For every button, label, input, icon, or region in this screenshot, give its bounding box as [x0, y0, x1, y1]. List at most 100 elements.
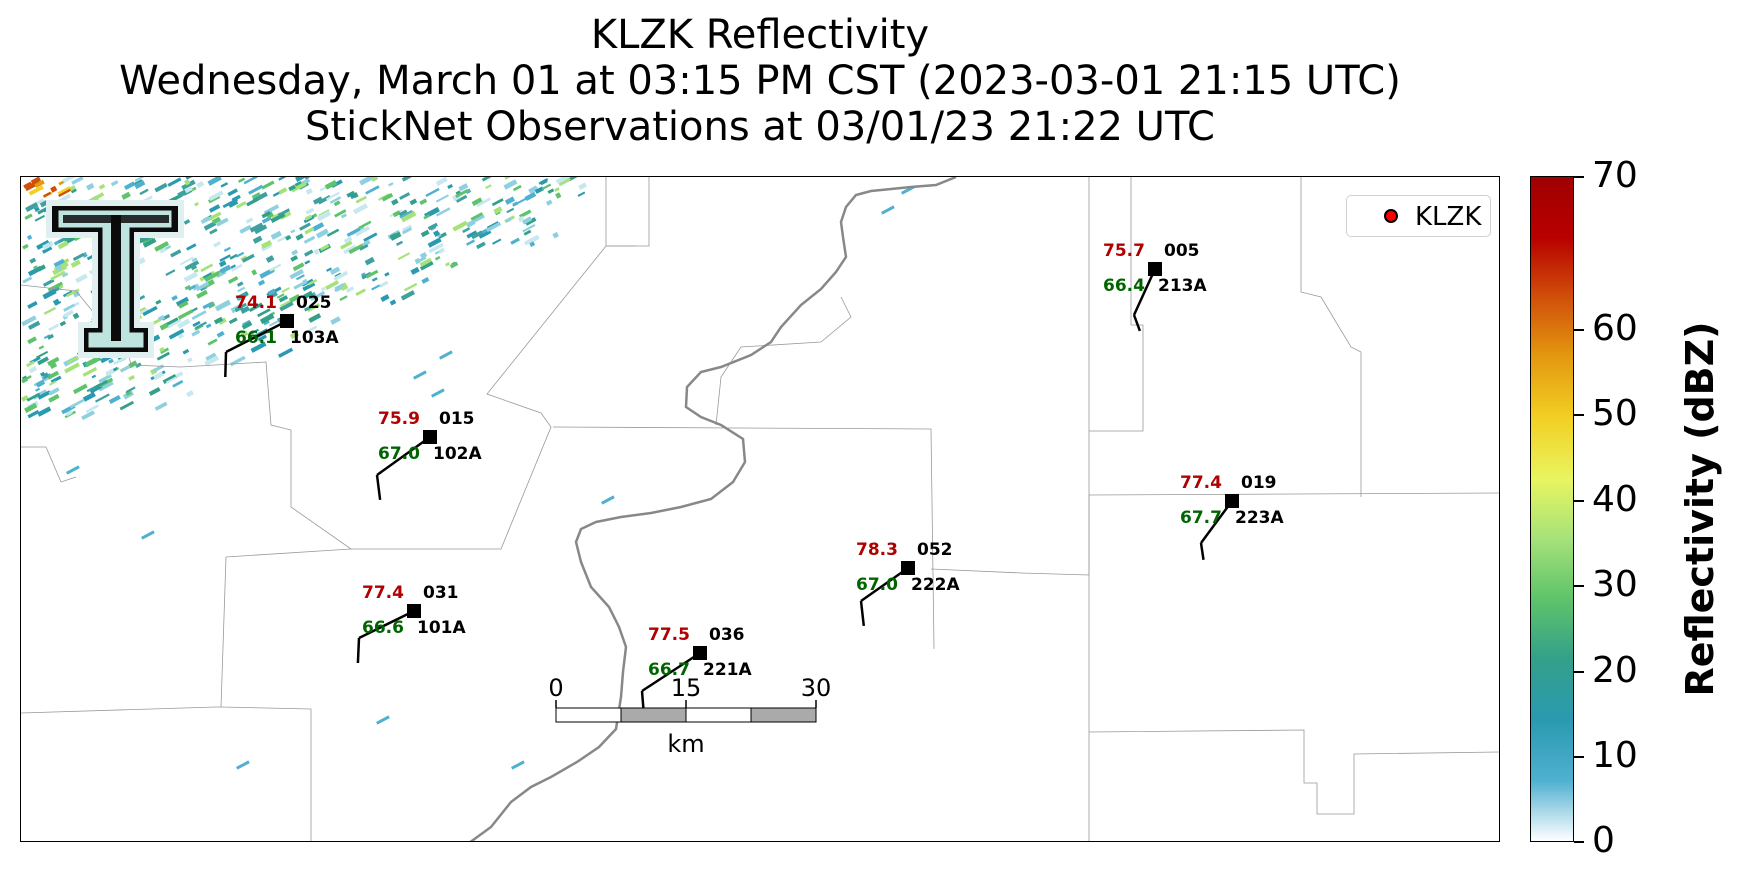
colorbar-tick-label: 70 — [1592, 155, 1638, 196]
radar-echo — [55, 264, 63, 272]
radar-echo — [218, 317, 227, 325]
radar-echo — [439, 350, 453, 360]
scale-bar: 0 15 30 km — [548, 674, 831, 758]
radar-echo — [179, 256, 194, 266]
radar-echo — [400, 290, 416, 301]
radar-echo — [223, 246, 231, 252]
radar-echo — [241, 321, 253, 330]
radar-echo — [58, 236, 69, 244]
radar-echo — [402, 227, 413, 235]
radar-echo — [419, 198, 428, 206]
wind-direction-label: 025 — [296, 293, 332, 313]
radar-echo — [578, 182, 588, 191]
radar-echo — [427, 222, 438, 231]
radar-echo — [34, 198, 45, 206]
temperature-label: 77.5 — [648, 625, 690, 645]
colorbar — [1530, 176, 1574, 842]
radar-echo — [334, 209, 347, 218]
radar-echo — [177, 333, 184, 339]
radar-echo — [249, 222, 264, 233]
radar-echo — [384, 271, 390, 277]
radar-echo — [304, 249, 314, 257]
radar-echo — [241, 253, 255, 263]
radar-echo — [371, 277, 378, 282]
scale-segment-1 — [555, 707, 622, 723]
radar-echo — [105, 368, 115, 377]
colorbar-tick — [1574, 176, 1584, 178]
radar-echo — [216, 217, 229, 227]
radar-echo — [73, 301, 80, 307]
wind-direction-label: 052 — [917, 540, 953, 560]
radar-echo — [455, 194, 468, 203]
radar-echo — [64, 408, 73, 417]
radar-echo — [414, 257, 421, 265]
radar-echo — [410, 266, 420, 275]
radar-echo — [82, 367, 98, 377]
radar-echo — [308, 313, 322, 323]
radar-echo — [400, 210, 417, 223]
radar-echo — [306, 303, 321, 313]
radar-echo — [160, 347, 170, 354]
radar-echo — [510, 237, 520, 245]
radar-echo — [185, 177, 196, 180]
radar-echo — [257, 308, 271, 318]
radar-echo — [289, 293, 301, 303]
radar-echo — [389, 231, 402, 241]
radar-echo — [227, 188, 238, 197]
radar-echo — [29, 257, 37, 264]
radar-echo — [42, 242, 51, 250]
radar-echo — [305, 207, 315, 215]
radar-echo — [317, 195, 332, 205]
radar-echo — [37, 208, 44, 215]
radar-echo — [71, 177, 84, 185]
radar-echo — [554, 187, 560, 192]
radar-echo — [552, 231, 560, 239]
radar-echo — [250, 341, 267, 353]
radar-echo — [435, 177, 448, 186]
radar-echo — [444, 261, 451, 267]
radar-echo — [196, 180, 205, 189]
radar-echo — [26, 360, 35, 368]
radar-echo — [278, 347, 294, 358]
radar-echo — [249, 328, 259, 336]
wind-barb-flag — [1199, 542, 1205, 560]
wind-barb-flag — [1132, 314, 1142, 332]
radar-echo — [541, 183, 552, 191]
radar-echo — [363, 232, 378, 242]
radar-echo — [320, 286, 326, 292]
radar-echo — [278, 177, 288, 181]
radar-echo — [390, 198, 399, 206]
radar-echo — [42, 288, 57, 300]
dewpoint-label: 67.0 — [856, 575, 898, 595]
radar-echo — [82, 391, 96, 402]
station-id-label: 222A — [911, 575, 960, 595]
radar-echo — [319, 186, 327, 192]
radar-echo — [313, 248, 320, 256]
radar-echo — [202, 272, 212, 279]
radar-echo — [21, 377, 29, 384]
radar-echo — [48, 323, 60, 332]
title-line-1: KLZK Reflectivity — [590, 12, 930, 58]
radar-echo — [38, 345, 45, 350]
radar-echo — [156, 351, 170, 361]
radar-echo — [329, 196, 342, 204]
radar-echo — [538, 178, 549, 185]
radar-echo — [458, 183, 469, 192]
radar-echo — [170, 249, 182, 258]
radar-echo — [184, 284, 191, 291]
radar-echo — [48, 387, 60, 396]
radar-echo — [208, 190, 224, 202]
radar-echo — [449, 261, 459, 269]
radar-echo — [525, 217, 537, 226]
colorbar-tick — [1574, 671, 1584, 673]
radar-echo — [493, 206, 503, 215]
wind-barb-shaft — [641, 651, 701, 693]
radar-echo — [63, 309, 74, 318]
radar-echo — [165, 269, 176, 276]
radar-echo — [175, 296, 190, 307]
radar-echo — [39, 200, 48, 208]
